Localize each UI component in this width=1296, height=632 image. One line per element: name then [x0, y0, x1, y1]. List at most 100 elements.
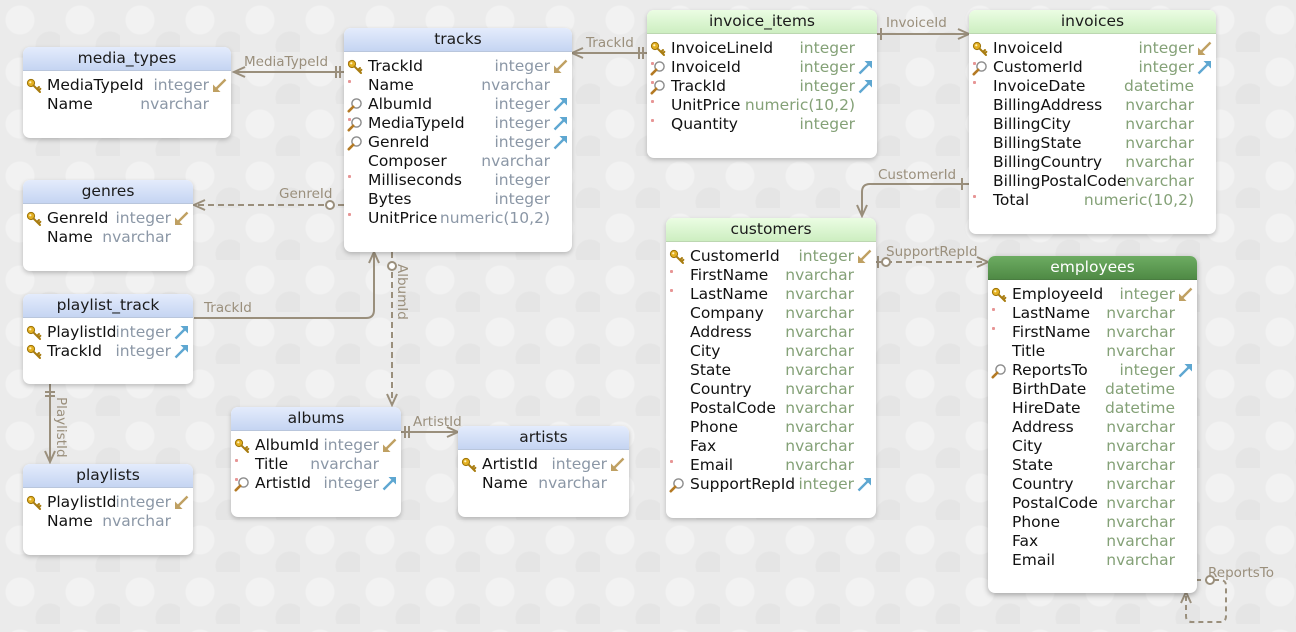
foreign-key-arrow-icon[interactable] — [381, 475, 398, 492]
field-type: nvarchar — [1106, 551, 1175, 569]
link-customer[interactable] — [861, 183, 969, 216]
foreign-key-arrow-icon[interactable] — [857, 78, 874, 95]
primary-key-arrow-icon[interactable] — [552, 58, 569, 75]
primary-key-arrow-icon[interactable] — [173, 210, 190, 227]
foreign-key-arrow-icon[interactable] — [552, 96, 569, 113]
foreign-key-arrow-icon[interactable] — [173, 324, 190, 341]
primary-key-arrow-icon[interactable] — [173, 494, 190, 511]
foreign-key-arrow-icon[interactable] — [857, 59, 874, 76]
primary-key-arrow-icon[interactable] — [856, 248, 873, 265]
primary-key-arrow-icon[interactable] — [211, 77, 228, 94]
foreign-key-arrow-icon[interactable] — [173, 343, 190, 360]
primary-key-arrow-icon[interactable] — [381, 437, 398, 454]
foreign-key-arrow-icon[interactable] — [856, 476, 873, 493]
link-reports-to[interactable] — [1185, 579, 1227, 623]
primary-key-arrow-icon[interactable] — [1196, 40, 1213, 57]
primary-key-arrow-icon[interactable] — [1177, 286, 1194, 303]
foreign-key-arrow-icon[interactable] — [1196, 59, 1213, 76]
link-playlist-track[interactable] — [194, 252, 375, 319]
primary-key-arrow-icon[interactable] — [609, 456, 626, 473]
field-type: integer — [494, 171, 551, 189]
foreign-key-arrow-icon[interactable] — [1177, 362, 1194, 379]
foreign-key-arrow-icon[interactable] — [552, 115, 569, 132]
foreign-key-arrow-icon[interactable] — [552, 134, 569, 151]
